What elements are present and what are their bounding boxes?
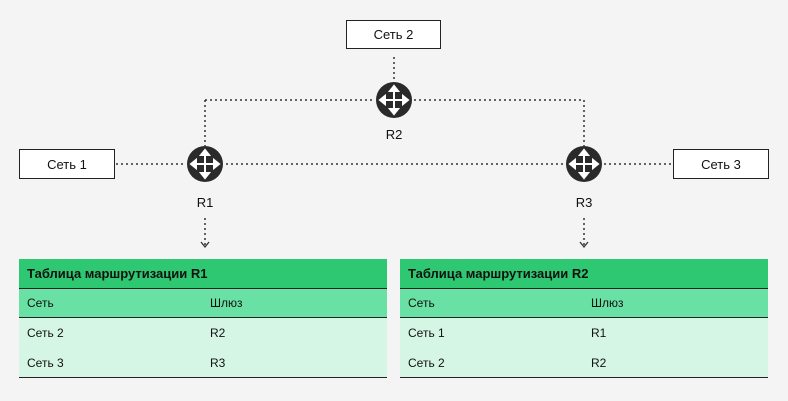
- column-header-gateway: Шлюз: [591, 296, 624, 310]
- router-r3-icon: [566, 146, 602, 182]
- table-row: Сеть 2 R2: [400, 348, 768, 378]
- table-row: Сеть 1 R1: [400, 318, 768, 348]
- cell-gateway: R2: [210, 326, 226, 340]
- table-header-row: Сеть Шлюз: [400, 289, 768, 318]
- column-header-gateway: Шлюз: [210, 296, 243, 310]
- cell-gateway: R1: [591, 326, 607, 340]
- network-3-label: Сеть 3: [701, 156, 741, 172]
- network-3-box: Сеть 3: [673, 149, 769, 179]
- cell-network: Сеть 2: [408, 355, 445, 370]
- routing-table-r1: Таблица маршрутизации R1 Сеть Шлюз Сеть …: [19, 259, 387, 378]
- routing-table-title: Таблица маршрутизации R1: [19, 259, 387, 289]
- table-header-row: Сеть Шлюз: [19, 289, 387, 318]
- router-r2-label: R2: [385, 127, 403, 142]
- network-1-box: Сеть 1: [19, 149, 115, 179]
- column-header-network: Сеть: [408, 296, 435, 310]
- column-header-network: Сеть: [27, 296, 54, 310]
- cell-gateway: R2: [591, 355, 607, 370]
- network-2-label: Сеть 2: [373, 27, 414, 42]
- router-r3-label: R3: [575, 195, 593, 210]
- cell-network: Сеть 1: [408, 326, 445, 340]
- table-row: Сеть 2 R2: [19, 318, 387, 348]
- routing-table-title: Таблица маршрутизации R2: [400, 259, 768, 289]
- cell-network: Сеть 2: [27, 326, 64, 340]
- table-row: Сеть 3 R3: [19, 348, 387, 378]
- cell-network: Сеть 3: [27, 355, 64, 370]
- router-r2-icon: [376, 82, 412, 118]
- cell-gateway: R3: [210, 355, 226, 370]
- network-2-box: Сеть 2: [346, 20, 441, 49]
- network-1-label: Сеть 1: [47, 156, 87, 172]
- router-r1-label: R1: [196, 195, 214, 210]
- router-r1-icon: [187, 146, 223, 182]
- routing-table-r2: Таблица маршрутизации R2 Сеть Шлюз Сеть …: [400, 259, 768, 378]
